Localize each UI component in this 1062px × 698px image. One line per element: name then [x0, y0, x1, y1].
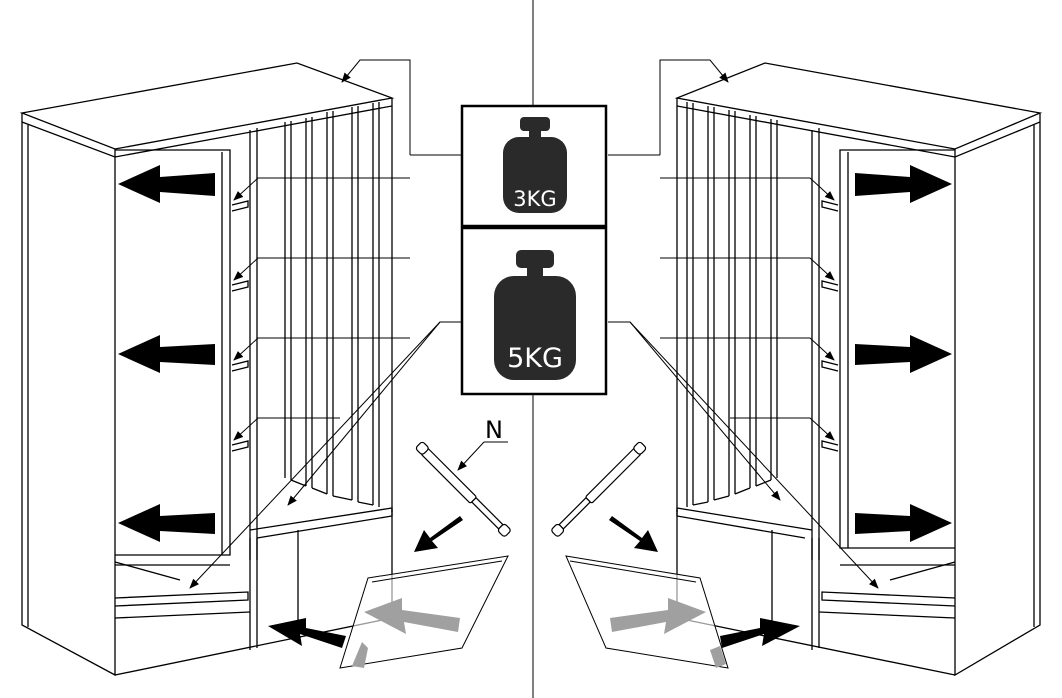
arrow-left-mid	[118, 335, 215, 373]
arrow-gray-left	[364, 598, 460, 634]
arrow-right-top	[855, 165, 952, 203]
arrow-gray-right	[610, 598, 706, 634]
weight-label-3kg: 3KG	[513, 187, 556, 211]
weight-box-5kg: 5KG	[460, 226, 608, 396]
glass-black-arrows	[268, 618, 800, 648]
left-pointer-lines	[189, 59, 462, 589]
part-n-leader	[457, 441, 485, 471]
arrow-right-bottom	[855, 504, 952, 542]
arrow-black-glass-right	[720, 618, 800, 648]
strut-direction-arrows	[414, 516, 658, 552]
glass-panel-right	[565, 555, 729, 669]
arrow-black-glass-left	[268, 618, 346, 648]
gas-strut-right	[551, 441, 647, 537]
arrow-left-bottom	[118, 504, 215, 542]
weight-label-5kg: 5KG	[507, 343, 563, 374]
arrow-right-mid	[855, 335, 952, 373]
part-label-n: N	[485, 416, 503, 444]
left-block-arrows	[118, 165, 215, 542]
gray-block-arrows	[352, 598, 726, 668]
gas-strut-left	[415, 441, 511, 537]
right-cabinet	[674, 62, 1043, 677]
right-block-arrows	[855, 165, 952, 542]
arrow-strut-right	[609, 516, 658, 552]
glass-panel-left	[339, 555, 509, 669]
weight-box-3kg: 3KG	[460, 104, 608, 228]
kettlebell-weight-icon	[494, 250, 576, 380]
left-cabinet	[19, 62, 395, 677]
arrow-strut-left	[414, 516, 463, 552]
kettlebell-weight-icon	[503, 117, 567, 213]
arrow-left-top	[118, 165, 215, 203]
right-pointer-lines	[608, 59, 879, 589]
